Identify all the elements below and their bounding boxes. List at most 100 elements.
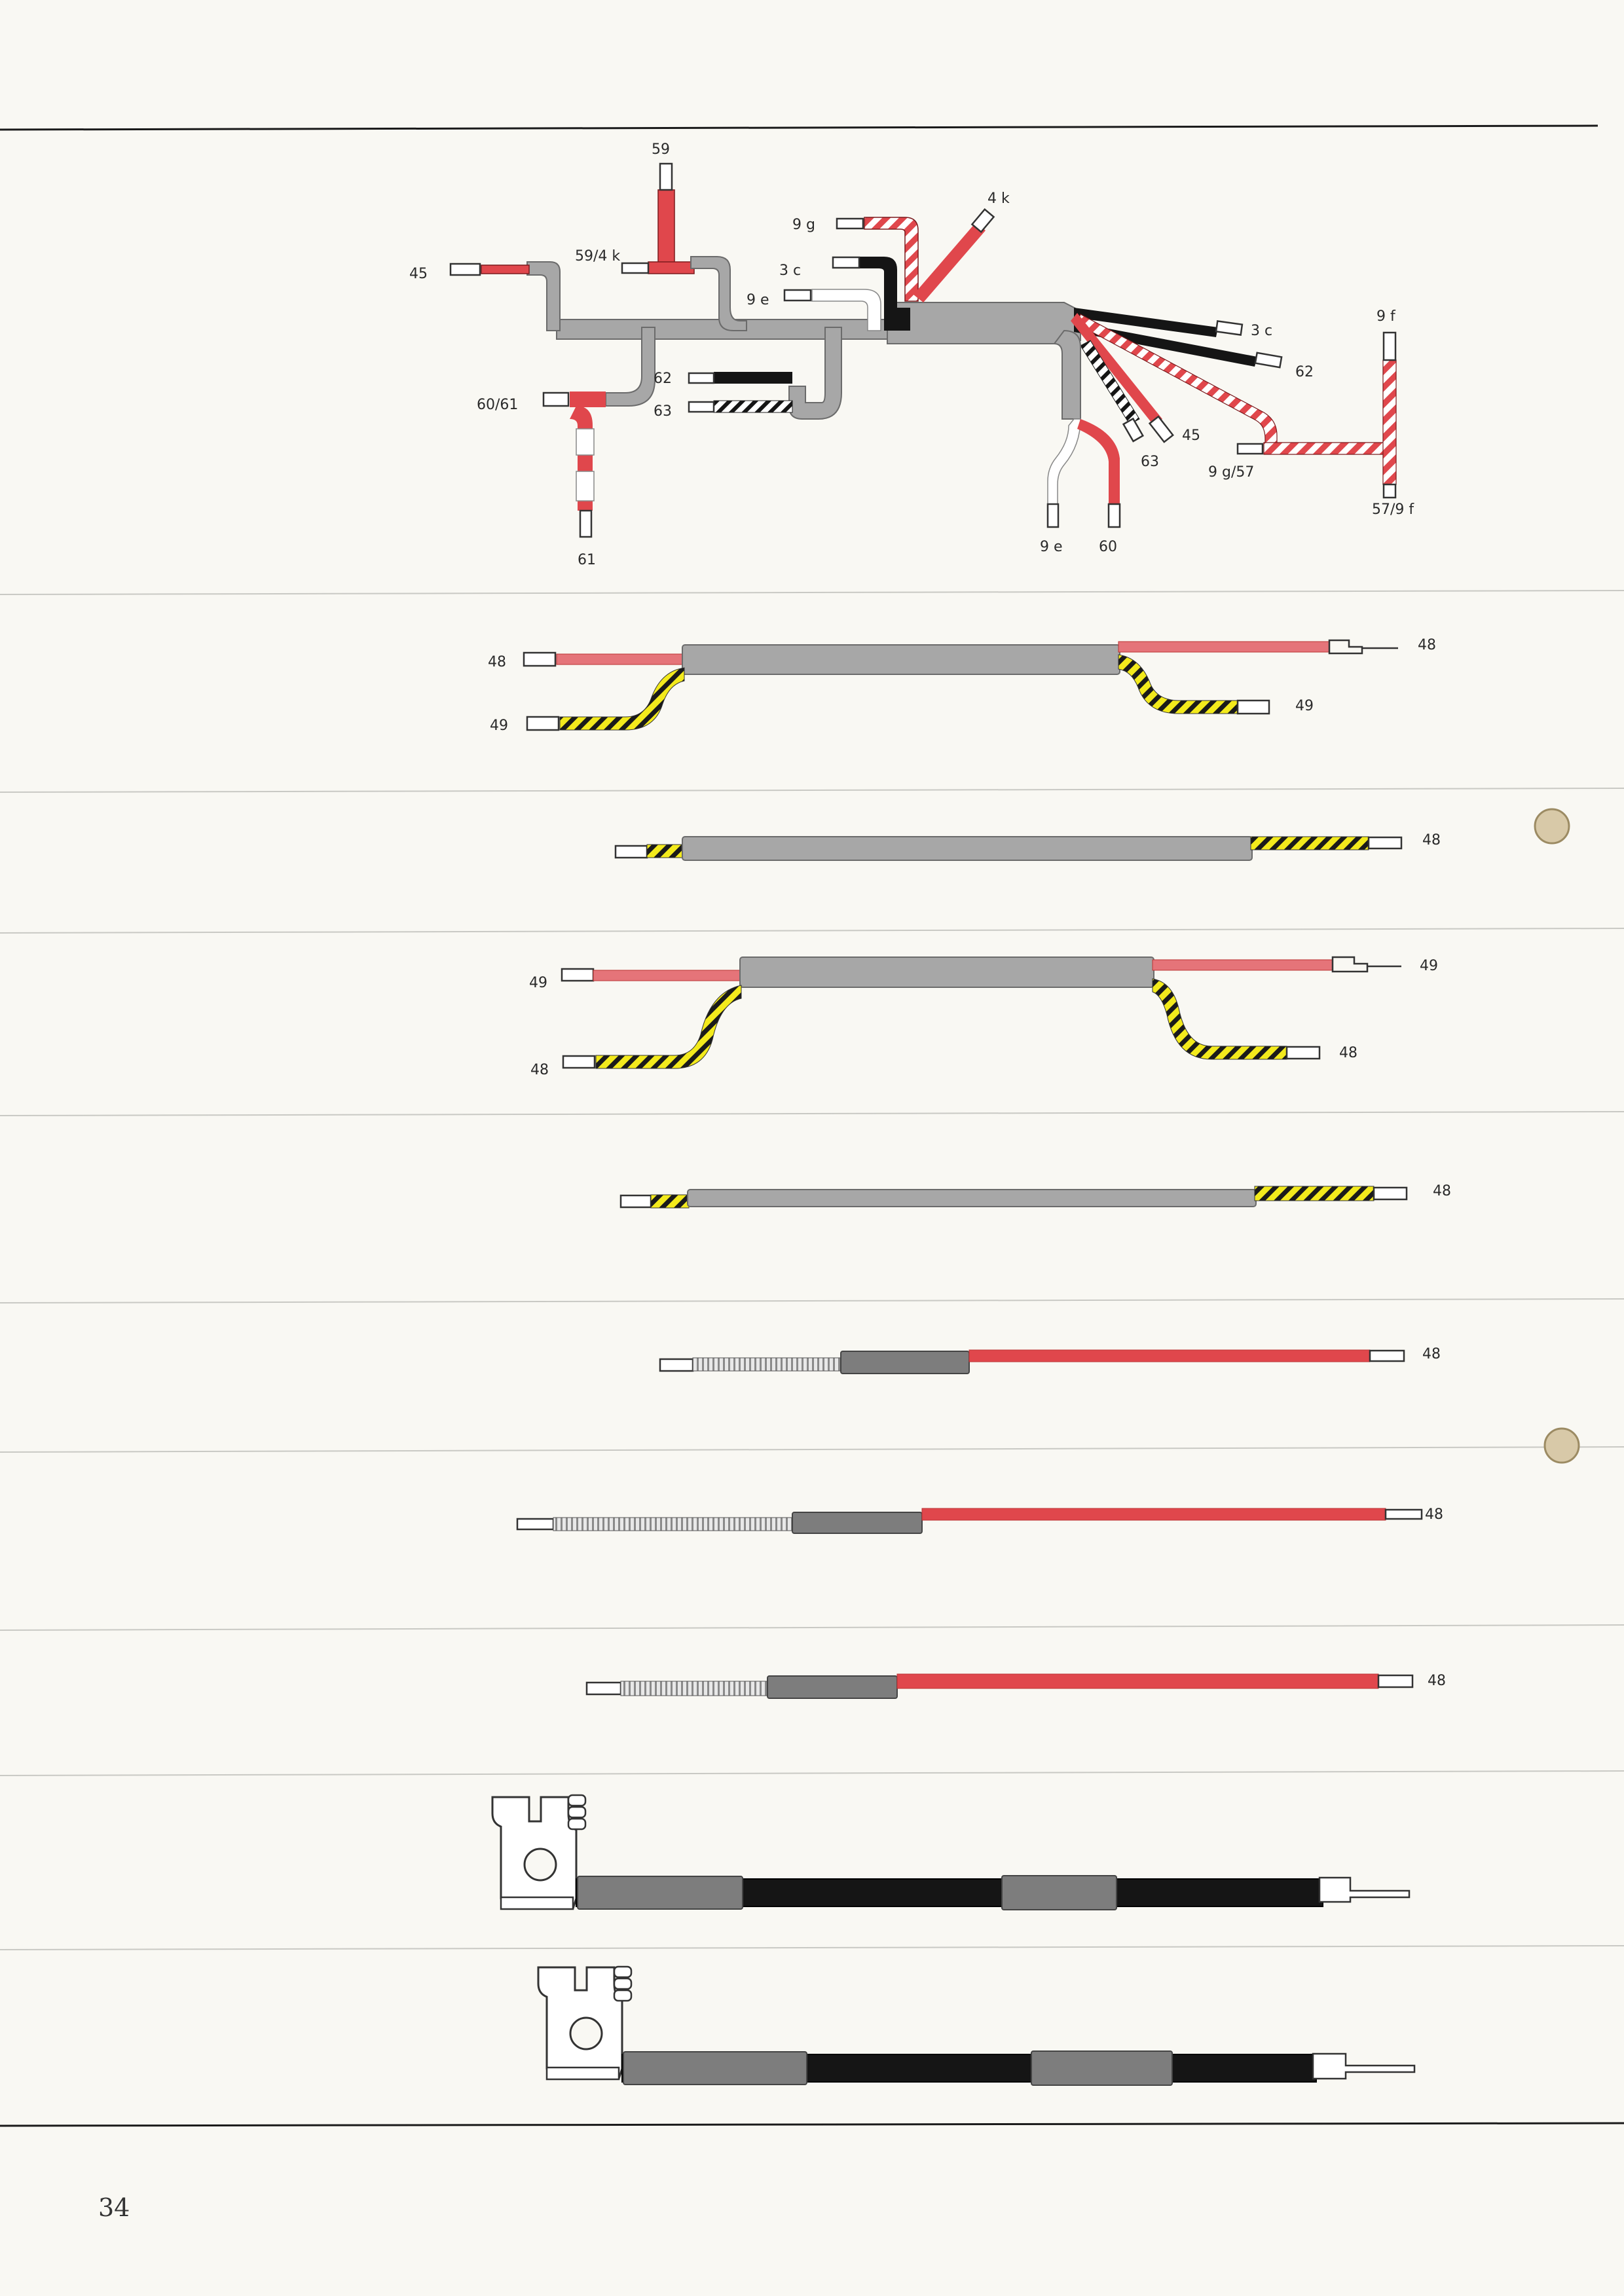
terminal-9e-top [783,289,812,302]
wire-red [896,1673,1379,1689]
terminal-62-right [1254,352,1283,369]
separator [0,1945,1624,1950]
sleeve-left [623,2051,807,2085]
label-48: 48 [1433,1183,1451,1199]
terminal-49-right [1331,956,1401,973]
label-63-left: 63 [654,403,672,420]
terminal-63-right [1122,417,1145,443]
wire-63 [713,400,793,413]
wire-62-right [1074,322,1257,367]
wire-9e-bottom [1047,418,1081,505]
label-48-left: 48 [488,654,506,670]
sheath [792,1512,923,1534]
separator [0,1298,1624,1303]
terminal-left [585,1681,622,1696]
wire-red-left [593,970,743,981]
separator [0,590,1624,595]
terminal-49-left [526,716,560,731]
harness-8: 48 [585,1673,1446,1699]
terminal-left [516,1518,555,1531]
main-harness: 45 59 59/4 k 60/61 61 62 63 9 g 4 k [409,141,1414,568]
terminal-579f [1382,483,1397,499]
terminal-45-right [1148,415,1174,443]
battery-clamp-icon [491,1794,587,1910]
sheath [767,1675,898,1699]
branch-59-sheath [690,256,747,331]
label-9g57: 9 g/57 [1208,464,1254,481]
harness-7: 48 [516,1506,1443,1534]
terminal-61 [579,509,593,538]
terminal-left [619,1194,652,1209]
wire-yellow-right [1118,654,1238,714]
harness-3: 48 [614,832,1441,861]
label-63-right: 63 [1141,454,1159,470]
terminal-right [1373,1186,1408,1201]
bottom-rule [0,2122,1624,2127]
wire-62 [714,372,792,384]
terminal-59-4k [621,262,650,274]
label-4k: 4 k [987,191,1010,207]
label-48-left: 48 [530,1062,549,1078]
terminal-right [1384,1508,1423,1520]
label-57-9f: 57/9 f [1372,501,1414,518]
wire-red-right [1118,641,1330,653]
label-59: 59 [652,141,670,158]
terminal-49-right [1236,699,1270,715]
label-49-right: 49 [1295,698,1314,714]
label-60-61: 60/61 [477,397,518,413]
battery-clamp-icon [537,1965,633,2081]
wire-59-4k [648,261,695,274]
label-62-right: 62 [1295,364,1314,380]
wire-yellow-right [1254,1186,1375,1201]
separator [0,788,1624,793]
label-9f: 9 f [1376,308,1396,325]
label-48: 48 [1422,1346,1441,1362]
terminal-63 [688,401,715,413]
wire-yellow-left [646,844,684,858]
wire-9g [864,217,919,302]
branch-9e60-sheath [1053,329,1081,420]
terminal-9f-top [1382,331,1397,361]
terminal-48-right [1285,1046,1321,1060]
section-rules [0,124,1624,2127]
label-60: 60 [1099,539,1117,555]
wire-6061 [570,392,606,407]
terminal-9e-bottom [1046,503,1060,528]
wire-3c-right [1074,308,1218,337]
spring-left [553,1517,795,1531]
wire-9f [1382,359,1397,485]
spring-left [620,1681,769,1696]
sleeve-61a [576,428,595,456]
terminal-3c-right [1215,320,1244,336]
label-49-left: 49 [490,718,508,734]
terminal-48-left [523,651,557,667]
terminal-right [1377,1674,1414,1688]
wire-red-left [556,653,685,665]
wire-yellow-right [1250,836,1369,850]
label-45-right: 45 [1182,428,1200,444]
wire-red [969,1349,1371,1362]
sleeve-middle [1001,1875,1117,1910]
sheath [687,1189,1257,1207]
spring-left [692,1357,843,1372]
battery-cable-1 [491,1794,1411,1910]
binder-hole [1543,1427,1580,1464]
harness-6: 48 [659,1346,1441,1374]
terminal-left [614,845,648,859]
separator [0,928,1624,934]
sleeve-left [577,1876,743,1910]
wire-4k [913,223,986,302]
terminal-9g [836,217,864,230]
terminal-4k [970,208,995,234]
label-48-right: 48 [1418,637,1436,653]
terminal-6061 [542,392,570,407]
wire-yellow-right [1152,978,1287,1060]
separator [0,1446,1624,1453]
terminal-right [1369,1349,1405,1362]
separator [0,1624,1624,1631]
page-number: 34 [98,2193,130,2222]
wire-red [921,1508,1386,1521]
label-49-right: 49 [1420,958,1438,974]
terminal-left [659,1358,694,1372]
